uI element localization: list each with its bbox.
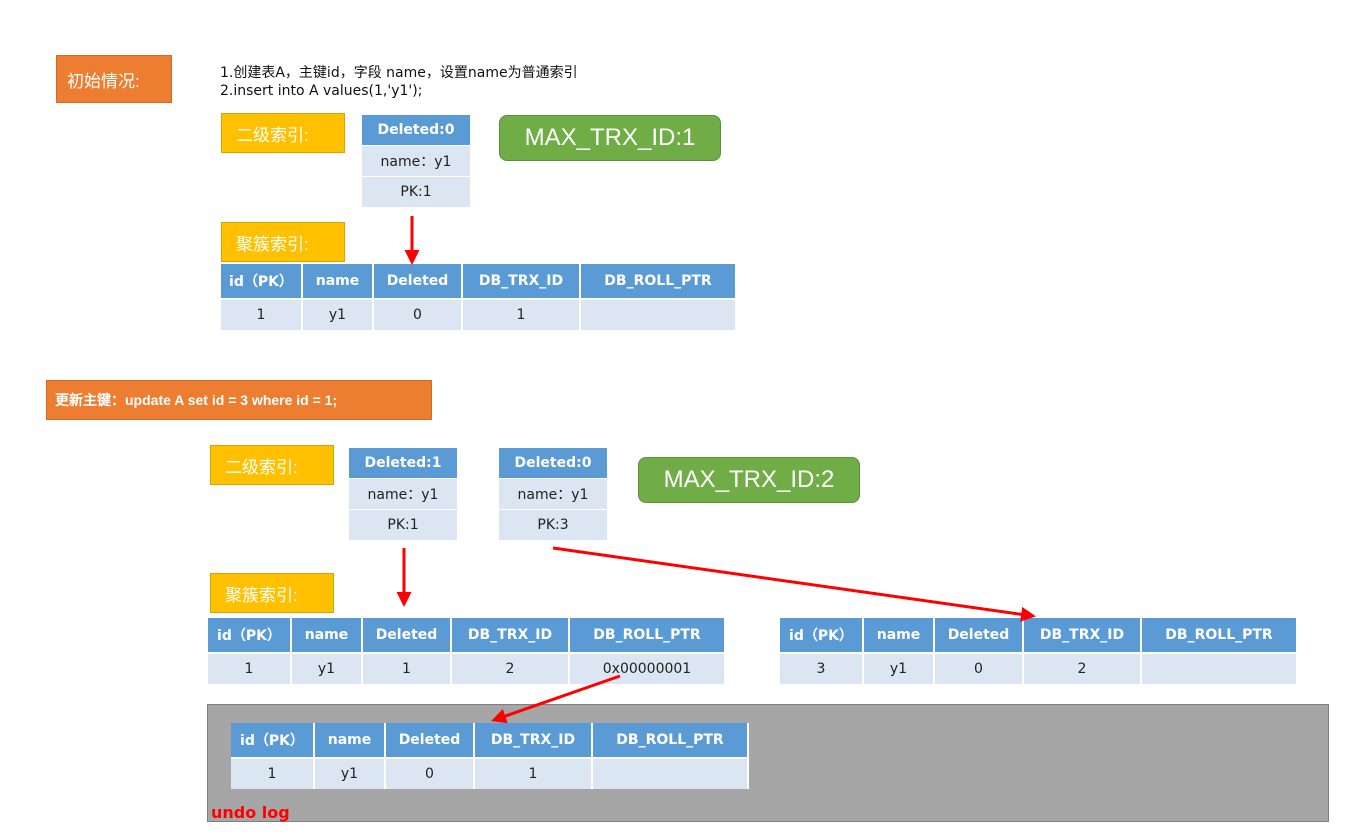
- undo-log-label: undo log: [211, 803, 290, 822]
- table-row: 1 y1 0 1: [221, 299, 737, 330]
- column-header-trx-id: DB_TRX_ID: [451, 618, 570, 654]
- column-header-roll-ptr: DB_ROLL_PTR: [580, 264, 737, 300]
- cell-id: 1: [221, 299, 303, 330]
- table-row: 1 y1 1 2 0x00000001: [208, 653, 726, 684]
- secondary-index-record-old: Deleted:1 name：y1 PK:1: [349, 448, 457, 541]
- secondary-index-label: 二级索引:: [210, 445, 334, 485]
- max-trx-id-badge: MAX_TRX_ID:1: [499, 115, 721, 161]
- max-trx-id-badge: MAX_TRX_ID:2: [638, 457, 860, 503]
- cell-trx-id: 1: [474, 758, 593, 789]
- update-pk-tag-label: 更新主键：update A set id = 3 where id = 1;: [55, 392, 338, 408]
- column-header-deleted: Deleted: [362, 618, 452, 654]
- record-pk: PK:1: [362, 177, 470, 208]
- cell-trx-id: 1: [462, 299, 581, 330]
- clustered-index-table-new: id（PK） name Deleted DB_TRX_ID DB_ROLL_PT…: [780, 618, 1298, 684]
- clustered-index-table-old: id（PK） name Deleted DB_TRX_ID DB_ROLL_PT…: [208, 618, 726, 684]
- column-header-name: name: [863, 618, 935, 654]
- table-row: 3 y1 0 2: [780, 653, 1298, 684]
- cell-deleted: 1: [362, 653, 452, 684]
- column-header-deleted: Deleted: [385, 723, 475, 759]
- cell-roll-ptr: [580, 299, 737, 330]
- column-header-name: name: [314, 723, 386, 759]
- setup-step-2: 2.insert into A values(1,'y1');: [220, 83, 423, 99]
- clustered-index-label: 聚簇索引:: [221, 222, 345, 262]
- setup-step-1: 1.创建表A，主键id，字段 name，设置name为普通索引: [220, 65, 578, 81]
- record-deleted-flag: Deleted:1: [349, 448, 457, 479]
- secondary-index-label-text: 二级索引:: [236, 125, 309, 145]
- column-header-trx-id: DB_TRX_ID: [462, 264, 581, 300]
- clustered-index-table: id（PK） name Deleted DB_TRX_ID DB_ROLL_PT…: [221, 264, 737, 330]
- column-header-roll-ptr: DB_ROLL_PTR: [1141, 618, 1298, 654]
- column-header-name: name: [291, 618, 363, 654]
- cell-deleted: 0: [934, 653, 1024, 684]
- record-name: name：y1: [499, 479, 607, 510]
- record-deleted-flag: Deleted:0: [362, 115, 470, 146]
- cell-name: y1: [291, 653, 363, 684]
- max-trx-id-text: MAX_TRX_ID:2: [663, 466, 835, 493]
- initial-state-tag-label: 初始情况:: [67, 71, 140, 91]
- cell-id: 1: [208, 653, 292, 684]
- undo-log-table: id（PK） name Deleted DB_TRX_ID DB_ROLL_PT…: [231, 723, 749, 789]
- cell-name: y1: [314, 758, 386, 789]
- column-header-deleted: Deleted: [934, 618, 1024, 654]
- max-trx-id-text: MAX_TRX_ID:1: [524, 124, 696, 151]
- column-header-trx-id: DB_TRX_ID: [474, 723, 593, 759]
- secondary-index-record-new: Deleted:0 name：y1 PK:3: [499, 448, 607, 541]
- cell-trx-id: 2: [1023, 653, 1142, 684]
- setup-steps: 1.创建表A，主键id，字段 name，设置name为普通索引 2.insert…: [220, 64, 740, 100]
- cell-deleted: 0: [385, 758, 475, 789]
- cell-name: y1: [302, 299, 374, 330]
- cell-trx-id: 2: [451, 653, 570, 684]
- column-header-id: id（PK）: [221, 264, 303, 300]
- cell-roll-ptr: 0x00000001: [569, 653, 726, 684]
- cell-id: 1: [231, 758, 315, 789]
- secondary-index-label-text: 二级索引:: [225, 457, 298, 477]
- record-name: name：y1: [349, 479, 457, 510]
- column-header-roll-ptr: DB_ROLL_PTR: [569, 618, 726, 654]
- initial-state-tag: 初始情况:: [56, 55, 172, 103]
- record-pk: PK:3: [499, 510, 607, 541]
- new-secondary-to-clustered-arrow: [552, 546, 1036, 622]
- column-header-id: id（PK）: [780, 618, 864, 654]
- update-pk-tag: 更新主键：update A set id = 3 where id = 1;: [46, 380, 432, 420]
- table-header-row: id（PK） name Deleted DB_TRX_ID DB_ROLL_PT…: [231, 723, 749, 759]
- clustered-index-label-text: 聚簇索引:: [225, 585, 298, 605]
- clustered-index-label-text: 聚簇索引:: [236, 234, 309, 254]
- record-name: name：y1: [362, 146, 470, 177]
- cell-deleted: 0: [373, 299, 463, 330]
- cell-id: 3: [780, 653, 864, 684]
- cell-roll-ptr: [592, 758, 749, 789]
- secondary-index-record: Deleted:0 name：y1 PK:1: [362, 115, 470, 208]
- record-deleted-flag: Deleted:0: [499, 448, 607, 479]
- column-header-roll-ptr: DB_ROLL_PTR: [592, 723, 749, 759]
- table-header-row: id（PK） name Deleted DB_TRX_ID DB_ROLL_PT…: [780, 618, 1298, 654]
- clustered-index-label: 聚簇索引:: [210, 573, 334, 613]
- column-header-deleted: Deleted: [373, 264, 463, 300]
- table-header-row: id（PK） name Deleted DB_TRX_ID DB_ROLL_PT…: [221, 264, 737, 300]
- table-header-row: id（PK） name Deleted DB_TRX_ID DB_ROLL_PT…: [208, 618, 726, 654]
- cell-name: y1: [863, 653, 935, 684]
- column-header-trx-id: DB_TRX_ID: [1023, 618, 1142, 654]
- column-header-id: id（PK）: [231, 723, 315, 759]
- secondary-index-label: 二级索引:: [221, 113, 345, 153]
- column-header-name: name: [302, 264, 374, 300]
- undo-log-panel: id（PK） name Deleted DB_TRX_ID DB_ROLL_PT…: [207, 704, 1329, 822]
- column-header-id: id（PK）: [208, 618, 292, 654]
- table-row: 1 y1 0 1: [231, 758, 749, 789]
- record-pk: PK:1: [349, 510, 457, 541]
- cell-roll-ptr: [1141, 653, 1298, 684]
